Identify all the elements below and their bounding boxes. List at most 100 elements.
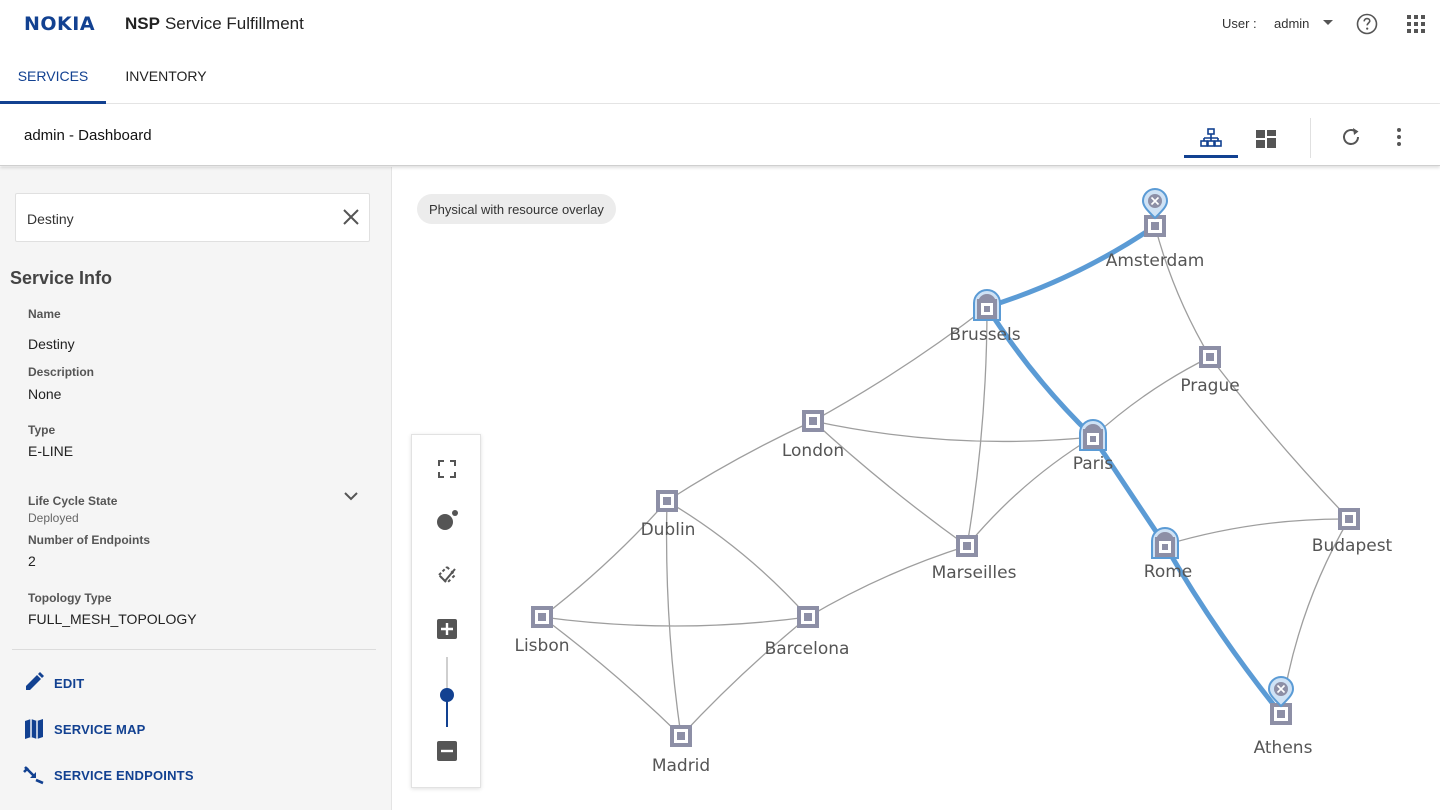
help-icon[interactable] [1356,13,1378,35]
link-prague-budapest[interactable] [1209,356,1350,520]
node-brussels[interactable]: Brussels [949,289,1021,345]
link-london-paris[interactable] [812,420,1094,443]
node-layout-icon [437,510,458,530]
node-athens[interactable]: Athens [1254,676,1313,758]
node-label-budapest: Budapest [1312,536,1393,556]
node-label-london: London [782,441,844,461]
link-barcelona-madrid[interactable] [680,616,809,737]
link-lisbon-madrid[interactable] [541,616,682,737]
node-prague[interactable]: Prague [1180,346,1240,396]
link-marseilles-barcelona[interactable] [807,545,968,618]
link-paris-prague[interactable] [1092,356,1211,438]
tab-inventory[interactable]: INVENTORY [125,68,207,84]
node-rome[interactable]: Rome [1144,527,1192,582]
link-dublin-barcelona[interactable] [666,500,809,618]
dashboard-tiles-icon [1256,130,1276,148]
plus-icon [437,619,457,639]
more-options-icon[interactable] [1388,124,1410,150]
node-london[interactable]: London [782,410,844,461]
search-value: Destiny [27,211,74,227]
field-label-endpoints: Number of Endpoints [28,533,150,547]
node-madrid[interactable]: Madrid [652,725,710,776]
edit-button[interactable]: EDIT [22,670,84,696]
node-paris[interactable]: Paris [1073,419,1114,474]
node-label-marseilles: Marseilles [932,563,1017,583]
node-label-dublin: Dublin [641,520,696,540]
chevron-down-icon[interactable] [343,490,359,502]
link-brussels-marseilles[interactable] [966,306,988,547]
page-title: admin - Dashboard [24,127,152,144]
main-tabs: SERVICES INVENTORY [0,48,1440,105]
field-value-topology: FULL_MESH_TOPOLOGY [28,611,197,627]
node-layout-button[interactable] [435,509,459,533]
link-rome-budapest[interactable] [1164,518,1350,546]
topology-canvas[interactable]: AmsterdamBrusselsPragueLondonParisDublin… [393,167,1440,810]
node-dublin[interactable]: Dublin [641,490,696,540]
app-title-name: Service Fulfillment [164,14,304,33]
refresh-icon[interactable] [1338,124,1364,150]
field-value-lifecycle: Deployed [28,511,79,525]
field-label-description: Description [28,365,95,379]
overlay-chip[interactable]: Physical with resource overlay [417,194,616,224]
node-amsterdam[interactable]: Amsterdam [1106,188,1205,271]
node-lisbon[interactable]: Lisbon [514,606,570,656]
map-toolbar [411,434,481,788]
field-label-name: Name [28,307,61,321]
link-amsterdam-prague[interactable] [1154,225,1211,358]
node-label-barcelona: Barcelona [765,639,850,659]
panel-divider [12,649,376,650]
zoom-in-button[interactable] [435,617,459,641]
user-label: User : [1222,16,1257,31]
field-value-type: E-LINE [28,443,74,459]
toolbar-divider [1310,118,1311,158]
minus-icon [437,741,457,761]
app-title-bold: NSP [125,14,160,33]
field-label-type: Type [28,423,56,437]
service-map-button[interactable]: SERVICE MAP [22,716,146,742]
link-dublin-madrid[interactable] [665,500,682,737]
node-budapest[interactable]: Budapest [1312,508,1393,556]
link-select-button[interactable] [435,563,459,587]
node-label-paris: Paris [1073,454,1114,474]
pencil-icon [26,672,44,690]
link-paris-marseilles[interactable] [966,436,1094,547]
nodes-layer: AmsterdamBrusselsPragueLondonParisDublin… [514,188,1393,776]
service-path-segment-amsterdam-brussels[interactable] [984,223,1158,310]
zoom-out-button[interactable] [435,739,459,763]
close-icon[interactable] [341,207,361,227]
topology-view-button[interactable] [1184,120,1238,158]
link-london-dublin[interactable] [666,420,814,502]
link-london-marseilles[interactable] [812,420,968,547]
fullscreen-icon [438,460,456,478]
service-search-input[interactable]: Destiny [15,193,370,242]
apps-grid-icon[interactable] [1407,15,1425,33]
links-layer [541,225,1350,737]
link-lisbon-barcelona[interactable] [541,616,809,627]
field-value-endpoints: 2 [28,553,36,569]
node-label-rome: Rome [1144,562,1192,582]
dashboard-header: admin - Dashboard [0,104,1440,166]
edit-label: EDIT [54,675,85,691]
node-barcelona[interactable]: Barcelona [765,606,850,659]
service-endpoints-button[interactable]: SERVICE ENDPOINTS [22,762,194,788]
service-path-segment-brussels-paris[interactable] [984,304,1096,440]
field-label-topology: Topology Type [28,591,112,605]
fit-to-screen-button[interactable] [435,457,459,481]
field-value-name: Destiny [28,336,75,352]
tab-services[interactable]: SERVICES [0,48,106,105]
field-value-description: None [28,386,62,402]
node-label-madrid: Madrid [652,756,710,776]
service-path-layer [984,223,1284,717]
user-menu[interactable]: admin [1274,16,1310,31]
zoom-slider-handle[interactable] [440,688,454,702]
caret-down-icon[interactable] [1321,18,1335,28]
tiles-view-button[interactable] [1244,120,1288,158]
node-label-brussels: Brussels [949,325,1020,345]
link-dublin-lisbon[interactable] [541,500,668,618]
service-path-segment-rome-athens[interactable] [1162,542,1284,717]
node-marseilles[interactable]: Marseilles [932,535,1017,583]
link-brussels-london[interactable] [812,306,988,422]
node-label-lisbon: Lisbon [514,636,569,656]
